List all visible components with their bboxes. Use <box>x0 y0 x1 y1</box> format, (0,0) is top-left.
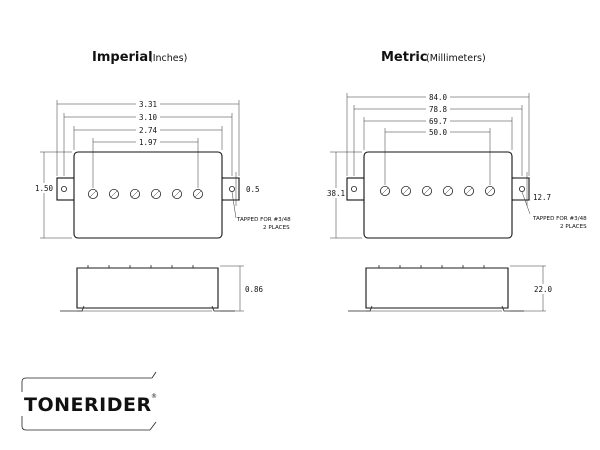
dim-side-height: 0.86 <box>245 285 264 294</box>
pole-piece <box>150 188 161 199</box>
imperial-panel: Imperial (Inches) <box>33 50 291 312</box>
width-dimensions: 84.0 78.8 69.7 50.0 <box>346 92 530 185</box>
tapped-note: TAPPED FOR #3/48 2 PLACES <box>521 191 587 230</box>
pole-piece <box>192 188 203 199</box>
pole-pieces <box>379 185 495 196</box>
width-dimensions: 3.31 3.10 2.74 1.97 <box>56 99 240 188</box>
height-dimension: 1.50 <box>33 151 72 239</box>
pickup-cover <box>363 151 513 239</box>
dim-overall-width: 3.31 <box>139 100 157 109</box>
metric-unit: (Millimeters) <box>426 53 486 64</box>
dim-pole-spread: 1.97 <box>139 138 157 147</box>
pole-piece <box>442 185 453 196</box>
pickup-side-body <box>76 267 219 309</box>
pickup-cover <box>73 151 223 239</box>
mounting-hole-right <box>519 185 526 192</box>
pole-piece <box>400 185 411 196</box>
dim-cover-height: 1.50 <box>35 184 54 193</box>
height-dimension: 38.1 <box>327 151 362 239</box>
dim-hole-offset: 12.7 <box>533 193 551 202</box>
imperial-title: Imperial <box>92 50 153 65</box>
dim-side-height: 22.0 <box>534 285 553 294</box>
hole-offset-dimension: 0.5 <box>224 172 260 206</box>
mounting-hole-left <box>350 185 357 192</box>
pole-piece <box>109 188 120 199</box>
dim-overall-width: 84.0 <box>429 93 448 102</box>
imperial-unit: (Inches) <box>149 53 187 64</box>
metric-side-view: 22.0 <box>348 265 554 312</box>
mounting-hole-right <box>228 185 235 192</box>
dim-cover-height: 38.1 <box>327 189 345 198</box>
logo-wordmark: TONERIDER <box>24 394 152 416</box>
dim-cover-width: 69.7 <box>429 117 447 126</box>
metric-title: Metric <box>381 50 428 65</box>
dim-hole-offset: 0.5 <box>246 185 260 194</box>
pole-piece <box>463 185 474 196</box>
logo-registered-mark: ® <box>151 393 157 400</box>
tonerider-logo: TONERIDER ® <box>21 371 157 431</box>
pole-piece <box>379 185 390 196</box>
dim-cover-width: 2.74 <box>139 126 158 135</box>
pole-piece <box>129 188 140 199</box>
mounting-hole-left <box>61 185 68 192</box>
metric-top-view: 84.0 78.8 69.7 50.0 <box>327 92 587 239</box>
metric-panel: Metric (Millimeters) 84.0 <box>327 50 587 312</box>
pole-pieces <box>88 188 203 199</box>
dim-hole-spacing: 78.8 <box>429 105 448 114</box>
hole-offset-dimension: 12.7 <box>514 172 551 206</box>
tapped-note-line2: 2 PLACES <box>263 225 290 231</box>
imperial-side-view: 0.86 <box>60 265 264 312</box>
tapped-note-line1: TAPPED FOR #3/48 <box>532 216 587 222</box>
pole-piece <box>171 188 182 199</box>
pole-piece <box>421 185 432 196</box>
dim-pole-spread: 50.0 <box>429 128 448 137</box>
tapped-note-line2: 2 PLACES <box>560 224 587 230</box>
pole-piece <box>484 185 495 196</box>
dim-hole-spacing: 3.10 <box>139 113 158 122</box>
pole-piece <box>88 188 99 199</box>
tapped-note-line1: TAPPED FOR #3/48 <box>236 217 291 223</box>
pickup-side-body <box>365 267 509 309</box>
imperial-top-view: 3.31 3.10 2.74 1.97 <box>33 99 291 239</box>
tapped-note: TAPPED FOR #3/48 2 PLACES <box>231 191 291 231</box>
